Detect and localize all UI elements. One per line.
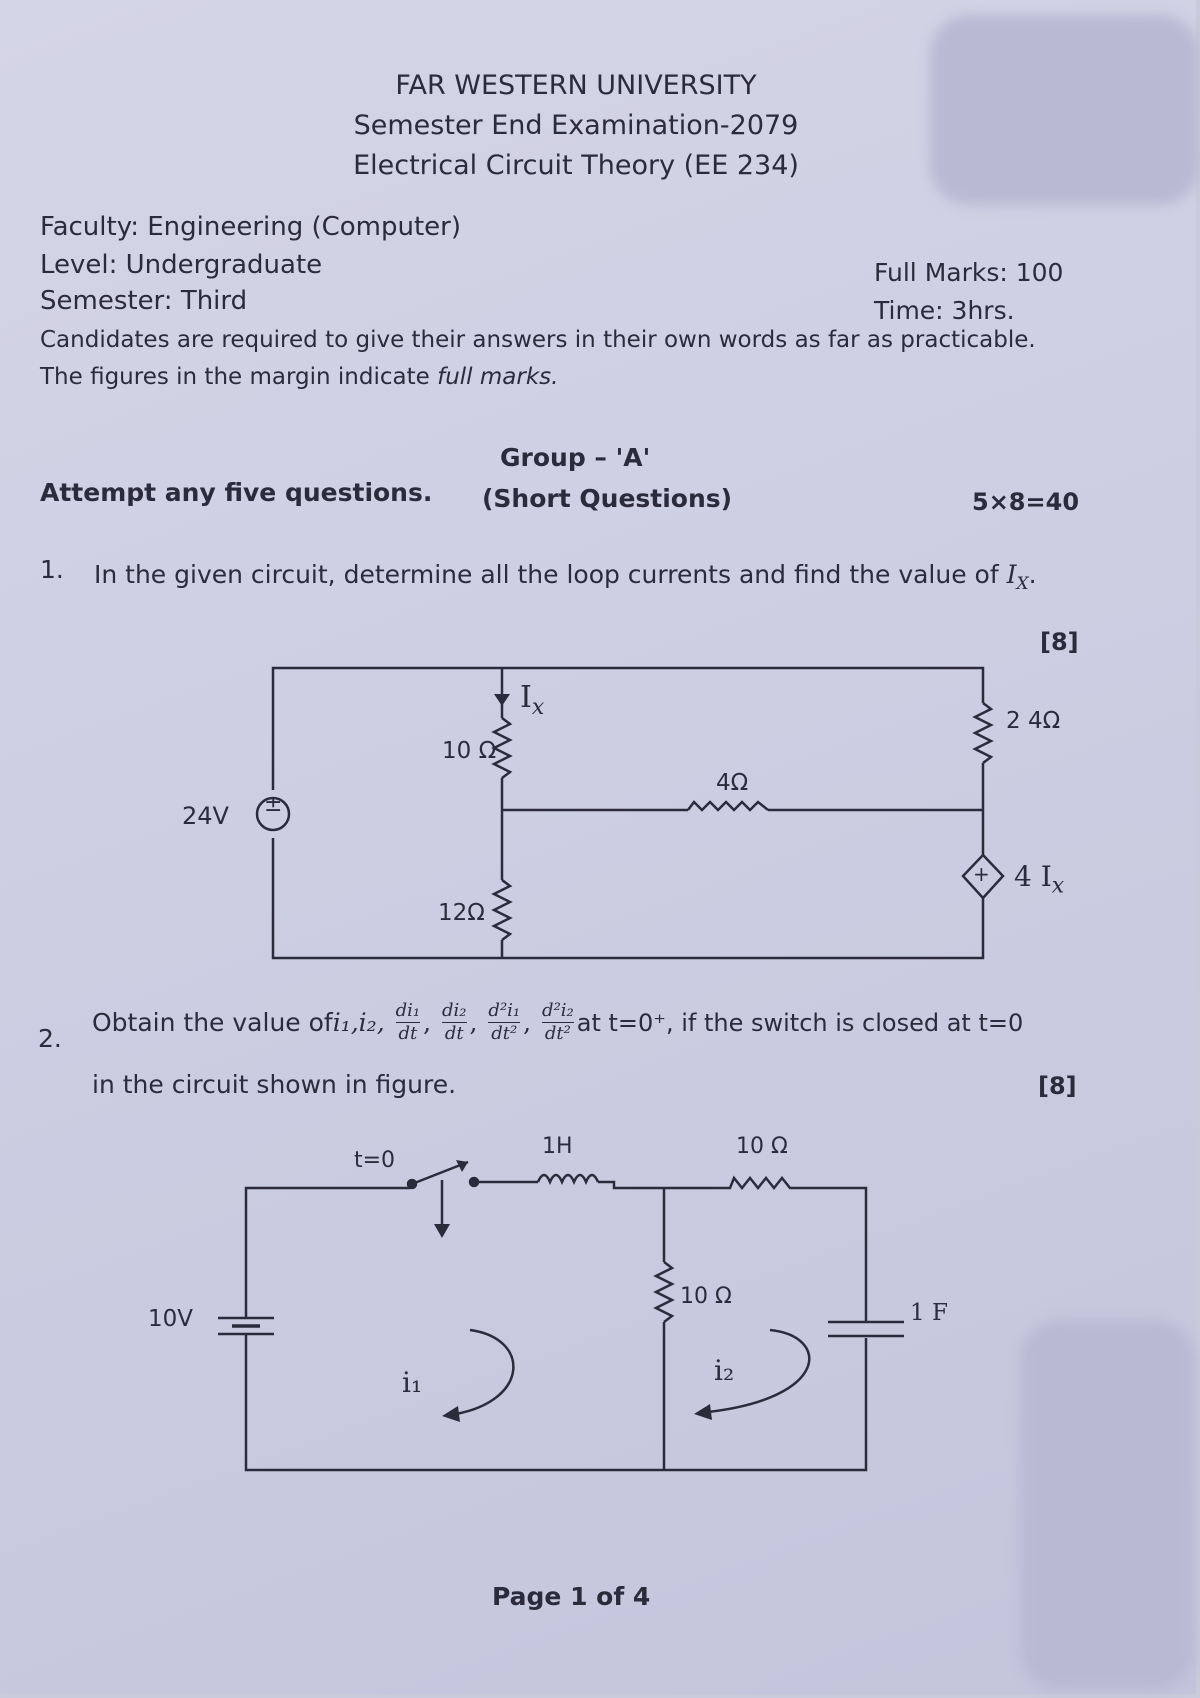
- q2-vars: i₁,i₂,: [332, 1008, 385, 1037]
- level: Level: Undergraduate: [40, 250, 323, 280]
- attempt-instruction: Attempt any five questions.: [40, 478, 433, 507]
- semester: Semester: Third: [40, 286, 248, 316]
- q1-marks: [8]: [1040, 628, 1079, 656]
- q1-text: In the given circuit, determine all the …: [94, 560, 1037, 594]
- q2-frac1-den: dt: [398, 1023, 418, 1044]
- q2-frac2-num: di₂: [442, 1000, 467, 1023]
- q2-inductor-label: 1H: [542, 1134, 573, 1159]
- q2-frac4-num: d²i₂: [542, 1000, 574, 1023]
- q1-dep-source-text: 4 I: [1014, 860, 1052, 893]
- instruction-2-text: The figures in the margin indicate: [40, 364, 438, 390]
- q1-r-top-label: 10 Ω: [442, 738, 497, 764]
- q1-current-symbol: I: [520, 680, 532, 715]
- group-marks: 5×8=40: [972, 488, 1080, 516]
- q2-text-body: Obtain the value of: [92, 1008, 333, 1037]
- q1-var: I: [1006, 560, 1017, 589]
- q1-r-right-label: 2 4Ω: [1006, 708, 1061, 734]
- q1-current-label: Ix: [520, 680, 544, 720]
- q1-var-sub: X: [1016, 574, 1029, 594]
- redaction-top-right: [930, 15, 1200, 205]
- time: Time: 3hrs.: [874, 296, 1015, 325]
- exam-title: Semester End Examination-2079: [353, 110, 799, 141]
- q2-loop2-label: i₂: [714, 1354, 735, 1387]
- q2-frac4-den: dt²: [544, 1023, 571, 1044]
- q2-frac3-den: dt²: [491, 1023, 518, 1044]
- group-title: Group – 'A': [500, 443, 651, 472]
- q2-capacitor-label: 1 F: [910, 1300, 948, 1326]
- q1-dep-source-sub: x: [1051, 873, 1065, 899]
- q2-line-2: in the circuit shown in figure.: [92, 1070, 457, 1099]
- q2-frac1-num: di₁: [395, 1000, 421, 1023]
- q2-frac2-den: dt: [444, 1023, 464, 1044]
- q2-number: 2.: [38, 1024, 62, 1053]
- q2-r-top-label: 10 Ω: [736, 1134, 788, 1159]
- q1-r-bottom-label: 12Ω: [438, 900, 485, 926]
- faculty: Faculty: Engineering (Computer): [40, 212, 462, 242]
- group-subtitle: (Short Questions): [482, 484, 733, 513]
- course-title: Electrical Circuit Theory (EE 234): [353, 150, 799, 181]
- q2-r-mid-label: 10 Ω: [680, 1284, 732, 1309]
- q1-text-body: In the given circuit, determine all the …: [94, 560, 1007, 589]
- q1-current-sub: x: [531, 695, 545, 720]
- full-marks: Full Marks: 100: [874, 258, 1064, 287]
- instruction-line-1: Candidates are required to give their an…: [40, 327, 1036, 353]
- q2-text-end: at t=0⁺, if the switch is closed at t=0: [576, 1008, 1024, 1037]
- q1-text-end: .: [1028, 560, 1037, 589]
- q2-loop1-label: i₁: [402, 1366, 423, 1399]
- q1-dep-symbol: +: [973, 862, 990, 886]
- q1-r-middle-label: 4Ω: [716, 770, 749, 796]
- q2-switch-label: t=0: [354, 1148, 396, 1173]
- instruction-2-emphasis: full marks.: [437, 364, 559, 390]
- q2-frac3-num: d²i₁: [488, 1000, 521, 1023]
- q1-dep-source-label: 4 Ix: [1014, 860, 1064, 899]
- page-number: Page 1 of 4: [492, 1582, 651, 1611]
- instruction-line-2: The figures in the margin indicate full …: [40, 364, 558, 390]
- university-name: FAR WESTERN UNIVERSITY: [395, 70, 757, 101]
- q1-source-label: 24V: [182, 802, 229, 830]
- q1-source-symbol: ±: [264, 792, 283, 817]
- redaction-bottom-right: [1020, 1320, 1195, 1690]
- q2-source-label: 10V: [148, 1306, 194, 1332]
- q1-number: 1.: [40, 555, 64, 584]
- q2-marks: [8]: [1038, 1072, 1077, 1100]
